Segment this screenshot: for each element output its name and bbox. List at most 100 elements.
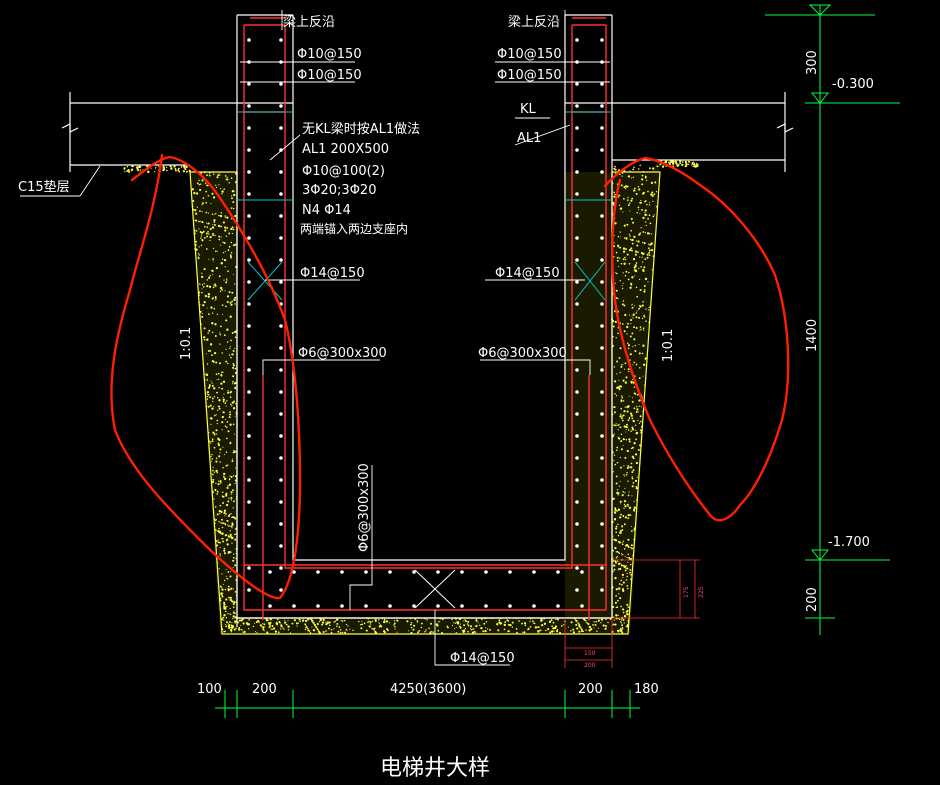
concrete-speck — [241, 629, 243, 631]
concrete-speck — [318, 631, 321, 634]
concrete-speck — [215, 519, 218, 521]
concrete-speck — [229, 621, 231, 623]
concrete-speck — [633, 508, 636, 512]
concrete-speck — [482, 630, 485, 633]
concrete-speck — [684, 160, 687, 163]
concrete-speck — [225, 405, 227, 407]
concrete-speck — [223, 472, 226, 476]
concrete-speck — [576, 627, 579, 630]
concrete-speck — [624, 475, 626, 477]
concrete-speck — [684, 165, 687, 168]
concrete-speck — [231, 536, 234, 539]
rebar-dot — [600, 500, 604, 504]
concrete-speck — [636, 405, 638, 408]
concrete-speck — [626, 624, 629, 627]
concrete-speck — [626, 199, 629, 201]
concrete-speck — [224, 215, 226, 217]
concrete-speck — [646, 203, 648, 206]
concrete-speck — [640, 227, 642, 229]
concrete-speck — [622, 272, 624, 274]
concrete-speck — [341, 631, 344, 634]
concrete-speck — [635, 240, 638, 242]
concrete-speck — [223, 258, 227, 262]
concrete-speck — [231, 331, 234, 335]
concrete-speck — [226, 400, 228, 402]
concrete-speck — [234, 564, 237, 567]
concrete-speck — [643, 316, 646, 318]
concrete-speck — [632, 257, 636, 261]
concrete-speck — [210, 307, 213, 309]
concrete-speck — [234, 612, 236, 615]
concrete-speck — [631, 477, 634, 480]
concrete-speck — [226, 300, 229, 304]
rebar-dot — [508, 570, 512, 574]
concrete-speck — [618, 266, 620, 268]
concrete-speck — [590, 628, 593, 631]
concrete-speck — [165, 169, 168, 172]
concrete-speck — [577, 622, 579, 624]
rebar-dot — [600, 390, 604, 394]
concrete-speck — [220, 522, 222, 524]
concrete-speck — [298, 618, 301, 621]
concrete-speck — [631, 495, 633, 497]
concrete-speck — [229, 533, 232, 536]
concrete-speck — [642, 363, 646, 366]
concrete-speck — [639, 213, 641, 215]
concrete-speck — [612, 616, 615, 618]
concrete-speck — [295, 622, 298, 625]
concrete-speck — [225, 540, 227, 542]
concrete-speck — [622, 618, 625, 621]
concrete-speck — [615, 272, 618, 275]
concrete-speck — [193, 229, 196, 232]
concrete-speck — [217, 483, 220, 486]
bottom-cross — [414, 569, 456, 609]
concrete-speck — [233, 382, 236, 385]
concrete-speck — [474, 631, 477, 633]
concrete-speck — [130, 170, 132, 172]
concrete-speck — [227, 500, 230, 503]
concrete-speck — [638, 233, 641, 236]
concrete-speck — [220, 593, 223, 596]
concrete-speck — [616, 555, 619, 558]
concrete-speck — [615, 289, 618, 292]
concrete-speck — [634, 424, 637, 427]
concrete-speck — [621, 543, 624, 546]
concrete-speck — [413, 624, 416, 627]
concrete-speck — [215, 457, 218, 460]
concrete-speck — [627, 505, 629, 507]
rebar-dot — [532, 570, 536, 574]
concrete-speck — [632, 364, 634, 366]
concrete-speck — [653, 214, 655, 216]
concrete-speck — [467, 624, 470, 627]
concrete-speck — [226, 280, 228, 282]
concrete-speck — [229, 571, 231, 573]
concrete-speck — [639, 367, 641, 369]
concrete-speck — [228, 483, 232, 486]
concrete-speck — [632, 313, 635, 316]
concrete-speck — [650, 181, 654, 185]
concrete-speck — [259, 624, 262, 627]
concrete-speck — [632, 469, 635, 472]
rebar-dot — [292, 604, 296, 608]
concrete-speck — [293, 619, 296, 622]
concrete-speck — [570, 630, 572, 632]
concrete-speck — [205, 353, 207, 355]
concrete-speck — [643, 314, 645, 316]
concrete-speck — [228, 513, 231, 516]
concrete-speck — [227, 390, 229, 392]
concrete-speck — [620, 385, 623, 388]
concrete-speck — [313, 623, 316, 627]
concrete-speck — [478, 624, 481, 627]
label-dim-100: 100 — [197, 682, 222, 697]
concrete-speck — [613, 405, 616, 409]
rebar-dot — [247, 192, 251, 196]
concrete-speck — [188, 169, 191, 172]
label-elev-top: -0.300 — [832, 77, 874, 92]
rebar-dot — [600, 478, 604, 482]
concrete-speck — [487, 628, 489, 630]
concrete-speck — [175, 169, 177, 172]
concrete-speck — [626, 449, 629, 453]
concrete-speck — [620, 553, 622, 555]
concrete-speck — [230, 241, 233, 244]
concrete-speck — [625, 438, 628, 441]
